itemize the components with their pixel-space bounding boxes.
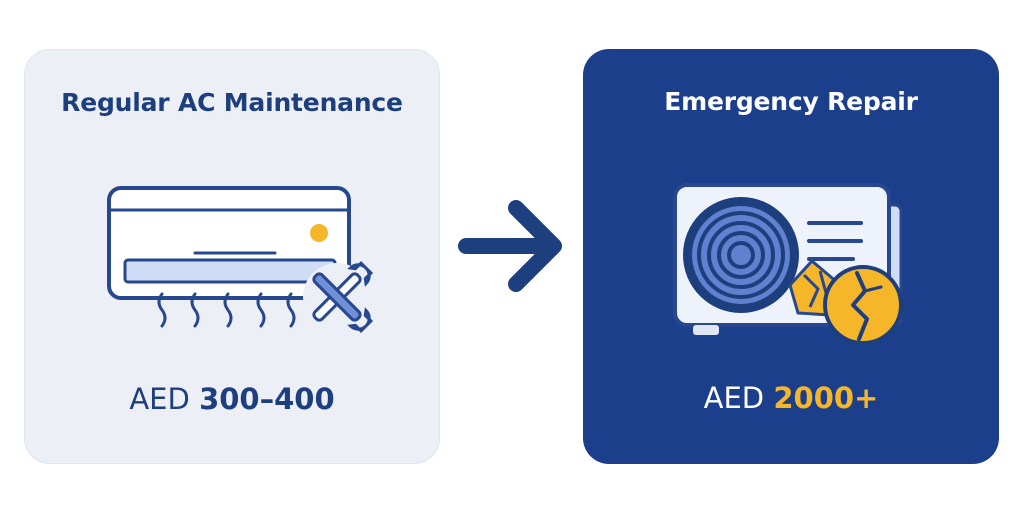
price-amount: 2000+ xyxy=(773,381,879,415)
regular-maintenance-price: AED 300–400 xyxy=(25,382,439,416)
price-amount: 300–400 xyxy=(199,382,335,416)
price-currency: AED xyxy=(129,382,190,416)
price-currency: AED xyxy=(703,381,765,415)
ac-unit-with-wrench-icon xyxy=(107,186,374,334)
emergency-repair-title: Emergency Repair xyxy=(664,87,918,116)
emergency-repair-card: Emergency Repair xyxy=(583,49,999,464)
broken-outdoor-unit-icon xyxy=(673,183,903,345)
emergency-repair-price: AED 2000+ xyxy=(583,381,999,415)
regular-maintenance-card: Regular AC Maintenance xyxy=(24,49,440,464)
regular-maintenance-title: Regular AC Maintenance xyxy=(61,88,403,117)
right-arrow-icon xyxy=(458,200,562,292)
